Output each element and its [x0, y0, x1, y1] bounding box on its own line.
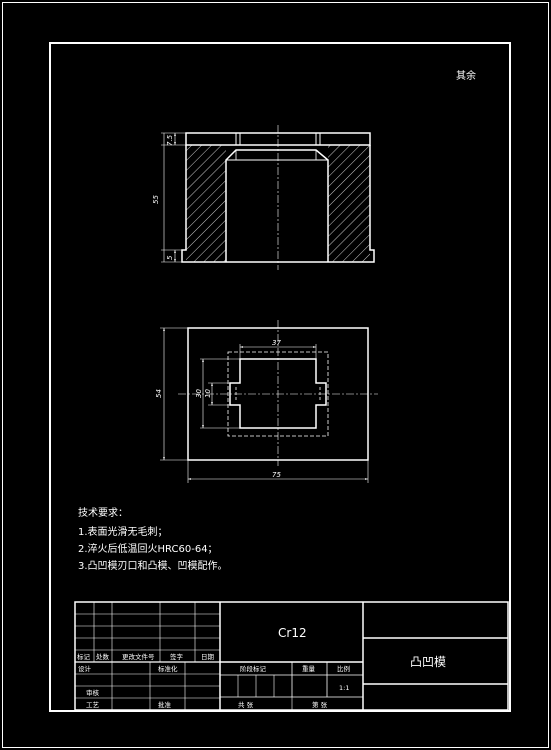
label-process: 工艺 [86, 701, 100, 709]
drawing-frame [49, 42, 511, 712]
tech-title: 技术要求： [78, 506, 128, 519]
dim-plan-height: 54 [155, 389, 163, 398]
dim-top: 7.5 [166, 134, 174, 146]
label-signature: 签字 [170, 652, 184, 661]
label-sheet: 第 张 [312, 700, 328, 709]
tech-item-1: 1.表面光滑无毛刺； [78, 525, 168, 538]
label-count: 处数 [96, 652, 110, 661]
label-mark: 标记 [77, 652, 91, 661]
label-standardize: 标准化 [158, 664, 178, 673]
dim-bottom: 5 [166, 255, 174, 260]
right-wall-hatch [328, 145, 370, 262]
label-doc-no: 更改文件号 [122, 652, 155, 661]
part-name: 凸凹模 [410, 655, 446, 669]
label-check: 审核 [86, 688, 100, 697]
title-block-text: Cr12 凸凹模 标记 处数 更改文件号 签字 日期 设计 标准化 审核 工艺 … [77, 626, 446, 709]
dim-inner-h1: 30 [195, 389, 203, 398]
dim-inner-width: 37 [272, 339, 281, 347]
title-block [74, 601, 509, 711]
inner-bore [225, 149, 329, 262]
dim-plan-width: 75 [272, 471, 281, 479]
plan-view: 37 54 30 10 75 [155, 320, 378, 483]
label-approve: 批准 [158, 700, 172, 709]
label-scale: 比例 [337, 664, 350, 673]
left-wall-hatch [186, 145, 226, 262]
label-total-sheets: 共 张 [238, 700, 254, 709]
dim-height: 55 [152, 195, 160, 204]
label-designer: 设计 [78, 664, 92, 673]
scale-value: 1:1 [339, 684, 349, 692]
section-view: 7.5 55 5 [152, 125, 375, 270]
label-date: 日期 [201, 653, 215, 661]
material: Cr12 [278, 626, 307, 640]
tech-item-3: 3.凸凹模刃口和凸模、凹模配作。 [78, 560, 228, 572]
roughness-mark: 其余 [456, 69, 476, 82]
dim-inner-h2: 10 [204, 389, 212, 398]
tech-requirements: 技术要求： 1.表面光滑无毛刺； 2.淬火后低温回火HRC60-64； 3.凸凹… [78, 506, 228, 572]
label-weight: 重量 [302, 665, 316, 673]
tech-item-2: 2.淬火后低温回火HRC60-64； [78, 542, 218, 555]
label-stage-mark: 阶段标记 [240, 664, 267, 673]
